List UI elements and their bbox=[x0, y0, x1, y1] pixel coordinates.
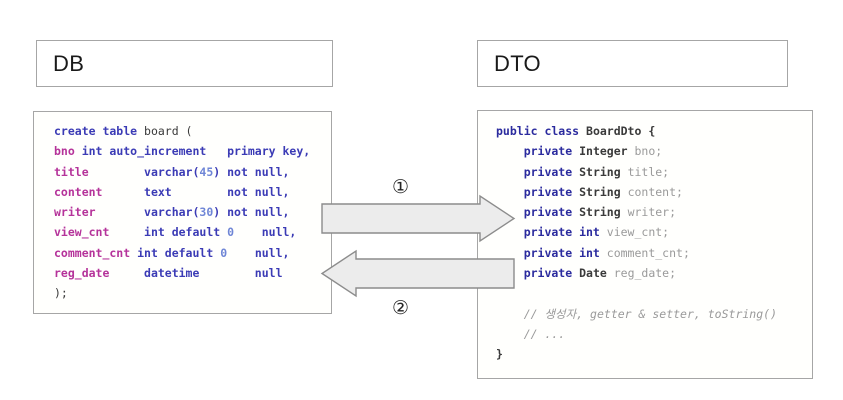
code-line: private int view_cnt; bbox=[496, 222, 777, 242]
code-token: private int bbox=[496, 245, 607, 260]
code-token: private bbox=[496, 144, 580, 159]
code-token: 0 bbox=[220, 245, 228, 260]
code-token: String bbox=[579, 184, 628, 199]
flow-arrow-dto-to-db bbox=[320, 249, 515, 298]
code-token: reg_date bbox=[54, 266, 145, 281]
code-token: writer; bbox=[627, 205, 677, 220]
code-line: public class BoardDto { bbox=[496, 121, 777, 141]
code-token: title; bbox=[627, 164, 670, 179]
code-token: null, bbox=[234, 225, 297, 240]
db-header-box: DB bbox=[36, 40, 333, 87]
code-token: BoardDto { bbox=[586, 124, 656, 138]
code-token: String bbox=[579, 164, 628, 179]
code-line: private String content; bbox=[496, 182, 777, 202]
code-token: reg_date; bbox=[613, 266, 677, 281]
code-line bbox=[496, 283, 777, 303]
code-token: ) not null, bbox=[213, 205, 290, 220]
sql-code-block: create table board (bno int auto_increme… bbox=[54, 121, 310, 304]
flow-arrow-db-to-dto bbox=[321, 194, 516, 243]
code-token: title bbox=[54, 164, 145, 179]
code-token: private int bbox=[496, 225, 607, 240]
code-token: datetime null bbox=[144, 266, 283, 281]
code-line: ); bbox=[54, 283, 310, 303]
code-token: private bbox=[496, 205, 580, 220]
code-token: bno bbox=[54, 144, 82, 159]
code-token: 45 bbox=[199, 164, 214, 179]
code-token: int default bbox=[137, 245, 221, 260]
code-token: private bbox=[496, 184, 580, 199]
code-line: private Integer bno; bbox=[496, 141, 777, 161]
java-code-block: public class BoardDto { private Integer … bbox=[496, 121, 777, 365]
code-line: writer varchar(30) not null, bbox=[54, 202, 310, 222]
code-line: // ... bbox=[496, 324, 777, 344]
code-line: } bbox=[496, 344, 777, 364]
code-line: private String title; bbox=[496, 162, 777, 182]
code-token: 30 bbox=[199, 205, 214, 220]
code-token: public class bbox=[496, 124, 587, 138]
code-line: private Date reg_date; bbox=[496, 263, 777, 283]
code-token: view_cnt bbox=[54, 225, 145, 240]
code-token: content bbox=[54, 184, 145, 199]
code-token: private bbox=[496, 266, 580, 281]
code-line: title varchar(45) not null, bbox=[54, 162, 310, 182]
code-token: writer bbox=[54, 205, 145, 220]
code-token: ); bbox=[54, 286, 68, 301]
arrow-right-shape bbox=[321, 194, 516, 243]
code-line: private int comment_cnt; bbox=[496, 243, 777, 263]
code-token: int default bbox=[144, 225, 228, 240]
code-token: view_cnt; bbox=[606, 225, 670, 240]
code-token: content; bbox=[627, 184, 683, 199]
code-line: private String writer; bbox=[496, 202, 777, 222]
step-number-2: ② bbox=[392, 297, 410, 319]
db-code-box: create table board (bno int auto_increme… bbox=[33, 111, 332, 314]
code-line: reg_date datetime null bbox=[54, 263, 310, 283]
code-token: 0 bbox=[227, 225, 235, 240]
code-token: varchar( bbox=[144, 164, 200, 179]
code-line: comment_cnt int default 0 null, bbox=[54, 243, 310, 263]
code-token: private bbox=[496, 164, 580, 179]
step-number-1: ① bbox=[392, 176, 410, 198]
db-header-label: DB bbox=[53, 50, 85, 76]
code-token: String bbox=[579, 205, 628, 220]
arrow-left-shape bbox=[320, 249, 515, 298]
code-line: // 생성자, getter & setter, toString() bbox=[496, 304, 777, 324]
code-token: text not null, bbox=[144, 184, 290, 199]
code-line: view_cnt int default 0 null, bbox=[54, 222, 310, 242]
code-token: // ... bbox=[496, 326, 566, 341]
code-token: Integer bbox=[579, 144, 635, 159]
code-token: ) not null, bbox=[213, 164, 290, 179]
dto-header-box: DTO bbox=[477, 40, 788, 87]
code-token: null, bbox=[227, 245, 290, 260]
code-line: create table board ( bbox=[54, 121, 310, 141]
code-line: content text not null, bbox=[54, 182, 310, 202]
code-token: int auto_increment primary key, bbox=[81, 144, 311, 159]
dto-code-box: public class BoardDto { private Integer … bbox=[477, 110, 813, 379]
code-token: Date bbox=[579, 266, 614, 281]
code-token: varchar( bbox=[144, 205, 200, 220]
code-token: // 생성자, getter & setter, toString() bbox=[496, 306, 777, 321]
code-line: bno int auto_increment primary key, bbox=[54, 141, 310, 161]
dto-header-label: DTO bbox=[494, 50, 541, 76]
code-token: } bbox=[496, 347, 503, 362]
code-token: comment_cnt; bbox=[606, 245, 690, 260]
code-token: board ( bbox=[144, 124, 193, 138]
code-token: bno; bbox=[634, 144, 663, 159]
code-token: comment_cnt bbox=[54, 245, 138, 260]
code-token: create table bbox=[54, 124, 145, 138]
